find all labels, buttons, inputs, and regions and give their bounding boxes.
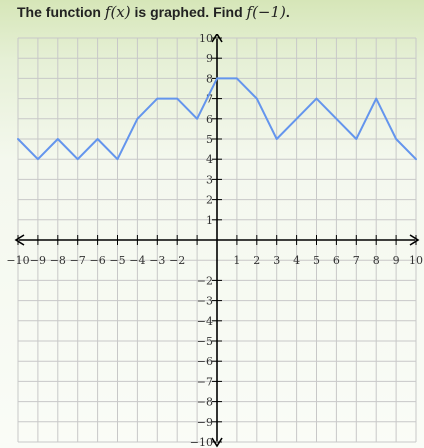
x-tick-label: −2 — [169, 254, 185, 267]
y-tick-label: −3 — [197, 295, 213, 308]
axes — [14, 34, 420, 448]
y-tick-label: 3 — [206, 173, 213, 186]
question-prompt: The function f(x) is graphed. Find f(−1)… — [17, 3, 290, 21]
x-tick-label: −9 — [30, 254, 46, 267]
prompt-text-middle: is graphed. Find — [130, 4, 247, 20]
x-tick-label: 3 — [273, 254, 280, 267]
x-tick-label: 6 — [333, 254, 340, 267]
x-tick-label: −10 — [6, 254, 29, 267]
y-tick-label: 1 — [206, 214, 213, 227]
x-tick-label: −8 — [50, 254, 66, 267]
x-tick-label: −3 — [149, 254, 165, 267]
x-tick-label: −7 — [70, 254, 86, 267]
x-tick-label: 10 — [409, 254, 423, 267]
y-tick-label: 5 — [206, 133, 213, 146]
y-tick-label: 6 — [206, 113, 213, 126]
x-tick-label: −4 — [129, 254, 145, 267]
x-tick-label: 4 — [293, 254, 300, 267]
y-tick-label: −2 — [197, 274, 213, 287]
y-axis-ticks: 10 9 8 7 6 5 4 3 2 1 −2 −3 −4 −5 −6 −7 −8 −9 −10 — [190, 34, 222, 448]
x-tick-label: −6 — [89, 254, 105, 267]
prompt-text-after: . — [285, 4, 290, 20]
y-tick-label: 10 — [199, 34, 213, 45]
y-tick-label: 4 — [206, 153, 213, 166]
y-tick-label: 9 — [206, 52, 213, 65]
y-tick-label: −7 — [197, 375, 213, 388]
function-line — [17, 77, 417, 161]
question-header: The function f(x) is graphed. Find f(−1)… — [0, 0, 424, 34]
y-tick-label: −6 — [197, 355, 213, 368]
x-axis-arrow-left — [14, 234, 25, 246]
x-tick-label: 9 — [393, 254, 400, 267]
y-tick-label: −5 — [197, 335, 213, 348]
x-tick-label: 5 — [313, 254, 320, 267]
y-tick-label: 8 — [206, 72, 213, 85]
y-axis-arrow-up — [211, 34, 223, 43]
x-tick-label: 1 — [233, 254, 240, 267]
function-curve — [17, 77, 417, 161]
y-tick-label: 7 — [206, 93, 213, 106]
x-axis-arrow-right — [409, 234, 420, 246]
y-tick-label: −4 — [197, 315, 213, 328]
y-tick-label: −9 — [197, 416, 213, 429]
y-tick-label: −10 — [190, 436, 213, 448]
y-tick-label: 2 — [206, 194, 213, 207]
y-tick-label: −8 — [197, 396, 213, 409]
x-tick-label: 2 — [253, 254, 260, 267]
x-tick-label: −5 — [109, 254, 125, 267]
evaluation-expression: f(−1) — [246, 3, 286, 21]
prompt-text-before: The function — [17, 4, 105, 20]
function-name: f(x) — [104, 3, 131, 21]
x-tick-label: 7 — [353, 254, 360, 267]
y-axis-arrow-down — [211, 437, 223, 448]
x-tick-label: 8 — [373, 254, 380, 267]
